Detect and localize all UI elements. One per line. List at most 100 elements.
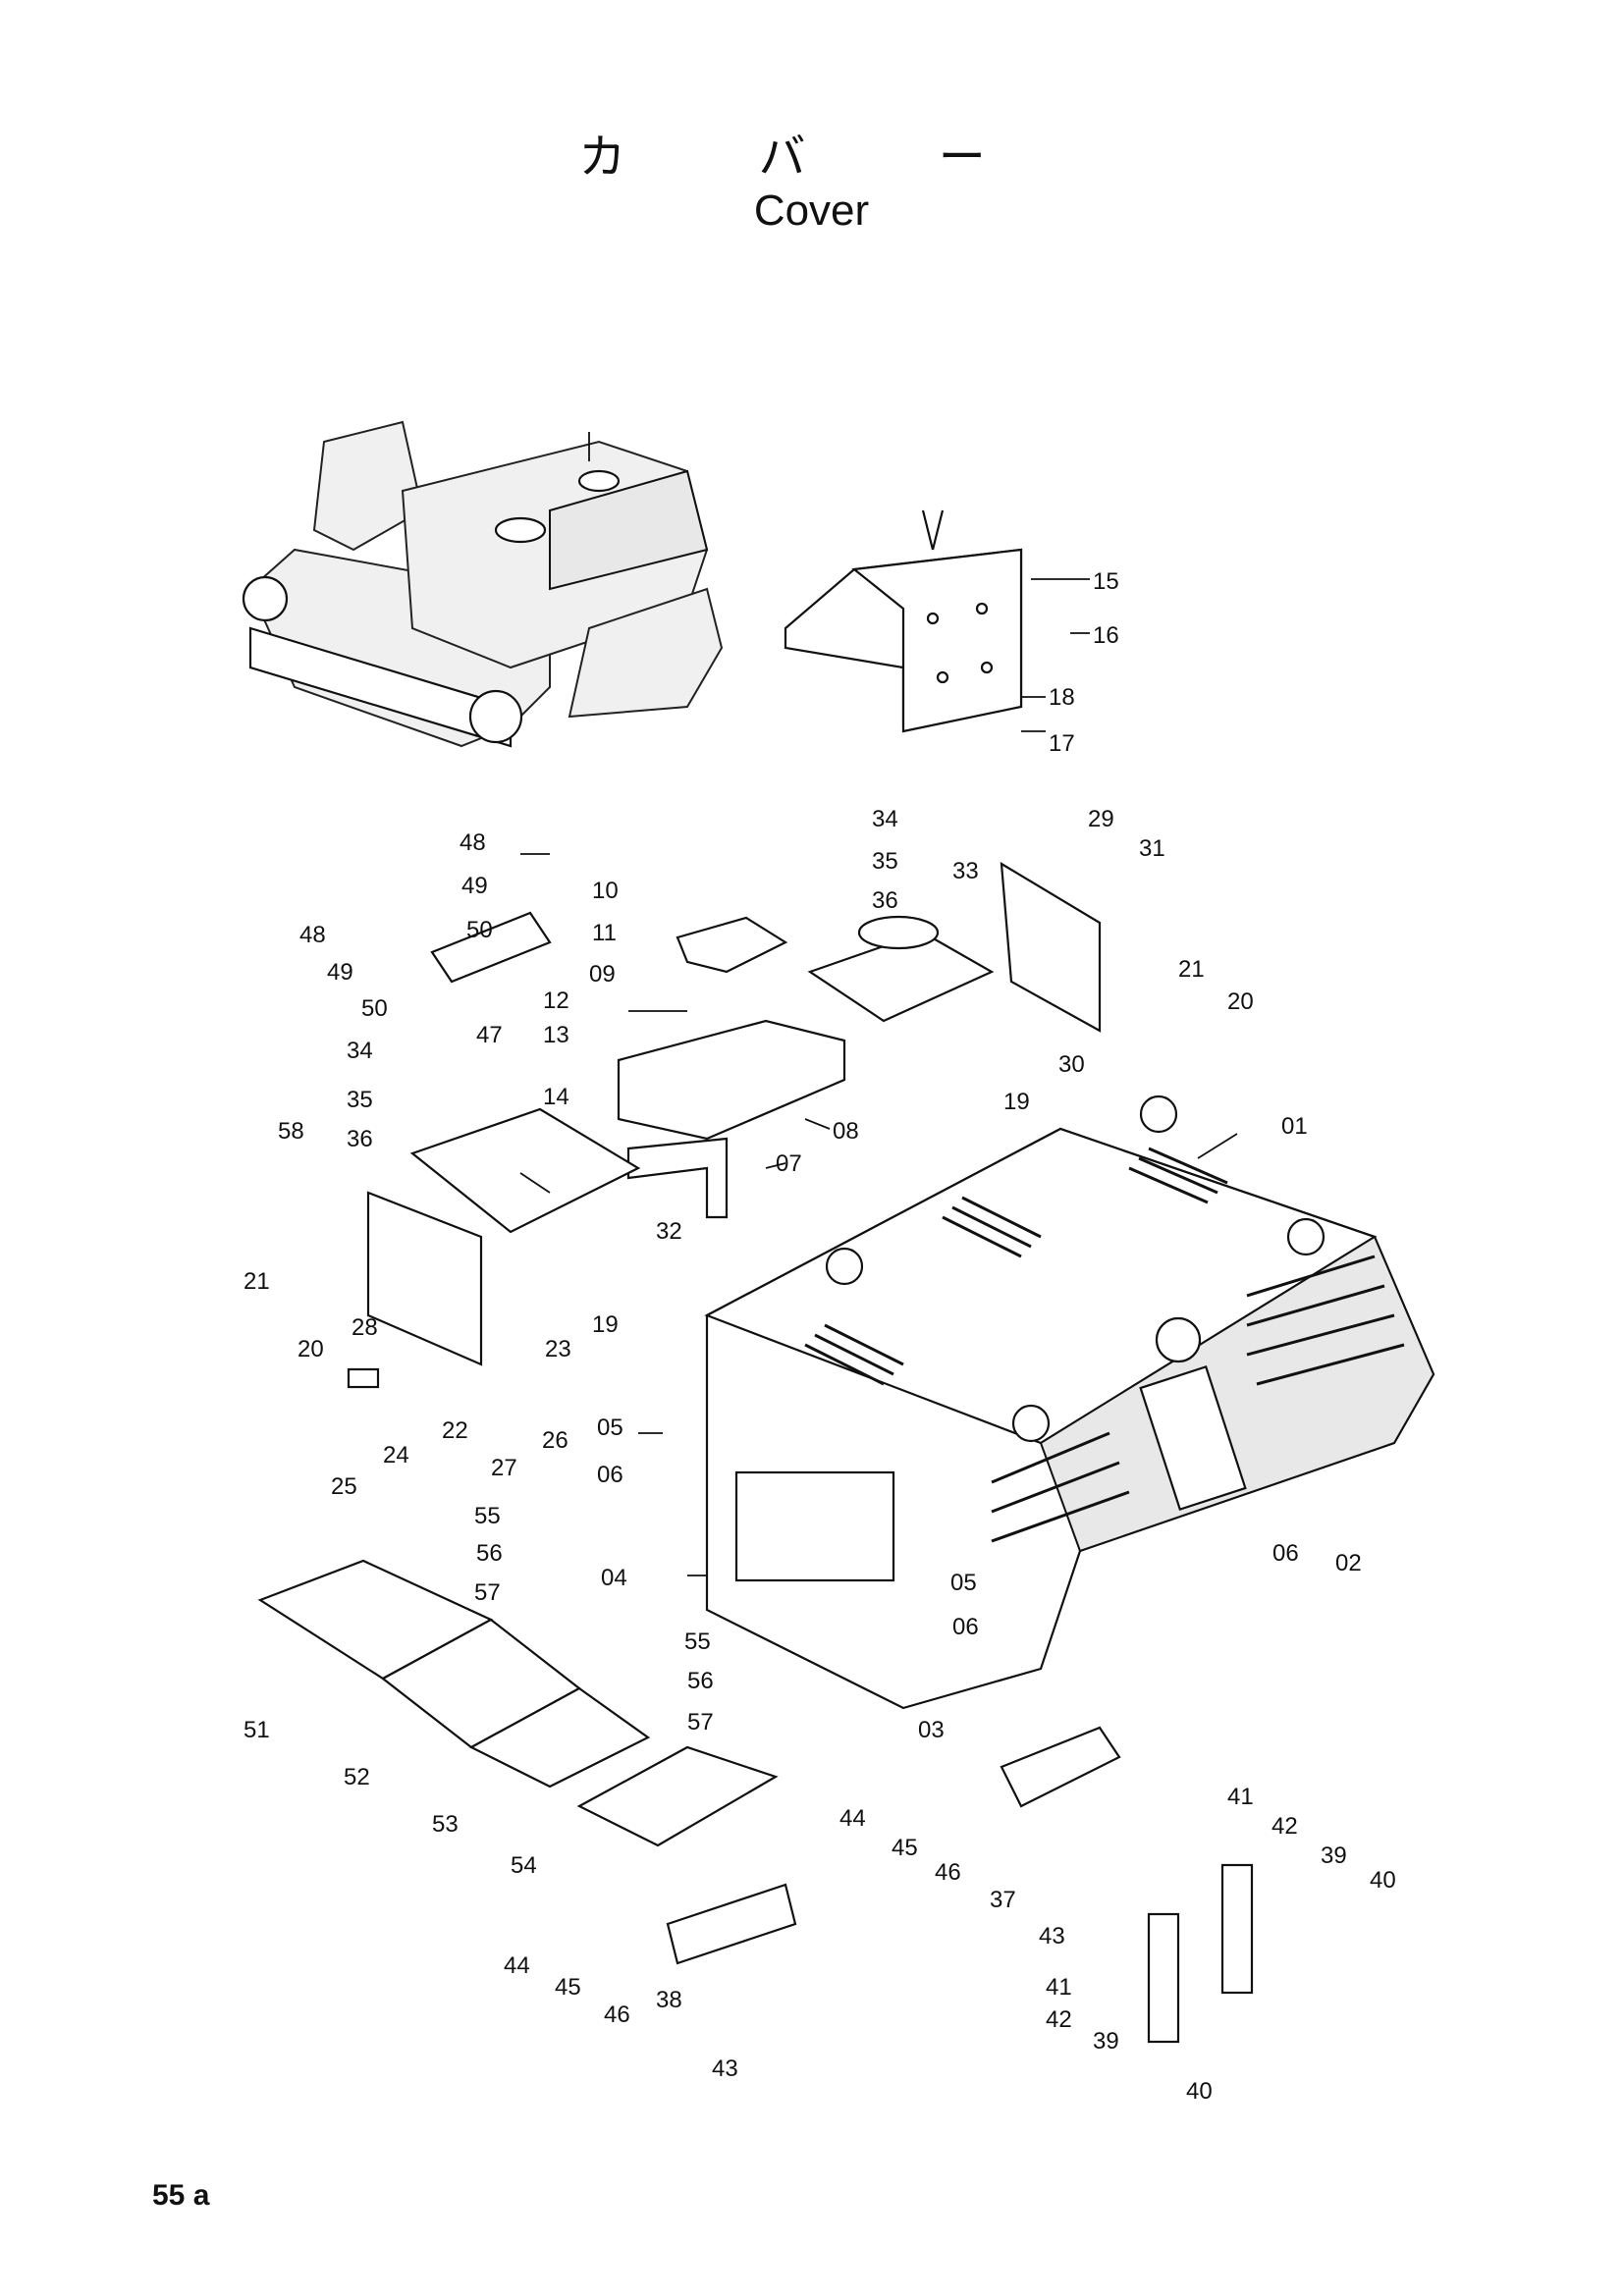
callout-label: 48 <box>460 829 486 856</box>
callout-label: 56 <box>476 1540 503 1567</box>
under-covers <box>257 1559 779 1847</box>
callout-label: 19 <box>592 1311 619 1338</box>
callout-label: 12 <box>543 988 569 1014</box>
callout-label: 24 <box>383 1442 409 1468</box>
callout-label: 39 <box>1321 1842 1347 1869</box>
callout-label: 33 <box>952 858 979 884</box>
exploded-sub-parts <box>347 861 1102 1389</box>
plate-part-09 <box>676 916 788 974</box>
under-cover-part-54 <box>576 1745 779 1847</box>
callout-label: 08 <box>833 1118 859 1145</box>
callout-label: 50 <box>361 995 388 1022</box>
battery-cover-part-15 <box>784 509 1023 733</box>
callout-label: 22 <box>442 1417 468 1444</box>
callout-label: 46 <box>935 1859 961 1886</box>
callout-label: 26 <box>542 1427 568 1454</box>
callout-label: 20 <box>1227 988 1254 1015</box>
callout-label: 06 <box>1272 1540 1299 1567</box>
bracket-part-38 <box>666 1883 797 1965</box>
callout-label: 11 <box>592 920 617 946</box>
callout-label: 01 <box>1281 1113 1308 1140</box>
page-title: Cover <box>753 187 870 235</box>
callout-label: 06 <box>597 1462 623 1488</box>
callout-label: 46 <box>604 2002 630 2028</box>
page-number: 55 a <box>152 2179 210 2212</box>
callout-label: 04 <box>601 1565 627 1591</box>
cover-plate-part-32 <box>409 1107 641 1234</box>
callout-leader-lines <box>519 578 1238 1576</box>
callout-label: 57 <box>474 1579 501 1606</box>
callout-label: 20 <box>298 1336 324 1362</box>
callout-label: 42 <box>1271 1813 1298 1840</box>
callout-label: 45 <box>555 1974 581 2001</box>
callout-label: 36 <box>347 1126 373 1152</box>
side-panel-part-22 <box>366 1191 483 1366</box>
panel-part-29 <box>1000 861 1102 1033</box>
callout-label: 02 <box>1335 1550 1362 1576</box>
callout-label: 15 <box>1093 568 1119 595</box>
callout-label: 27 <box>491 1455 517 1481</box>
callout-label: 47 <box>476 1022 503 1048</box>
callout-label: 42 <box>1046 2006 1072 2033</box>
engine-hood-grille-vents <box>804 1147 1405 1543</box>
bracket-part-47 <box>430 911 552 984</box>
page-title-japanese: カ バ ー <box>578 130 1045 185</box>
bracket-part-37 <box>1000 1726 1121 1808</box>
callout-label: 57 <box>687 1709 714 1735</box>
under-cover-part-53 <box>468 1686 651 1789</box>
latch-part-24 <box>347 1367 380 1389</box>
callout-label: 55 <box>474 1503 501 1529</box>
callout-label: 07 <box>776 1150 802 1177</box>
callout-label: 55 <box>684 1629 711 1655</box>
excavator-overview-illustration <box>242 420 724 748</box>
callout-label: 34 <box>347 1038 373 1064</box>
callout-label: 37 <box>990 1887 1016 1913</box>
callout-label: 53 <box>432 1811 459 1838</box>
callout-label: 31 <box>1139 835 1165 862</box>
bracket-part-39b <box>1220 1863 1254 1995</box>
callout-label: 39 <box>1093 2028 1119 2055</box>
callout-label: 35 <box>872 848 898 875</box>
callout-label: 40 <box>1370 1867 1396 1894</box>
callout-label: 40 <box>1186 2078 1213 2105</box>
bracket-part-07 <box>626 1137 729 1219</box>
callout-label: 41 <box>1227 1784 1254 1810</box>
callout-label: 03 <box>918 1717 945 1743</box>
callout-label: 19 <box>1003 1089 1030 1115</box>
callout-label: 43 <box>1039 1923 1065 1949</box>
callout-label: 10 <box>592 878 619 904</box>
callout-label: 51 <box>243 1717 270 1743</box>
callout-label: 34 <box>872 806 898 832</box>
callout-labels: 01 02 03 04 05 05 06 06 06 07 08 09 10 1… <box>243 568 1396 2105</box>
callout-label: 05 <box>597 1415 623 1441</box>
callout-label: 21 <box>1178 956 1205 983</box>
callout-label: 23 <box>545 1336 571 1362</box>
callout-label: 35 <box>347 1087 373 1113</box>
callout-label: 17 <box>1049 730 1075 757</box>
callout-label: 56 <box>687 1668 714 1694</box>
callout-label: 38 <box>656 1987 682 2013</box>
callout-label: 06 <box>952 1614 979 1640</box>
callout-label: 13 <box>543 1022 569 1048</box>
side-brackets <box>666 1726 1254 2044</box>
callout-label: 28 <box>352 1314 378 1341</box>
callout-label: 50 <box>466 917 493 943</box>
callout-label: 43 <box>712 2056 738 2082</box>
callout-label: 49 <box>327 959 353 986</box>
callout-label: 58 <box>278 1118 304 1145</box>
callout-label: 29 <box>1088 806 1114 832</box>
callout-label: 14 <box>543 1084 569 1110</box>
callout-label: 45 <box>892 1835 918 1861</box>
callout-label: 18 <box>1049 684 1075 711</box>
callout-label: 21 <box>243 1268 270 1295</box>
callout-label: 36 <box>872 887 898 914</box>
callout-label: 41 <box>1046 1974 1072 2001</box>
engine-hood-part-01 <box>704 1095 1435 1710</box>
callout-label: 52 <box>344 1764 370 1790</box>
callout-label: 44 <box>504 1952 530 1979</box>
bracket-part-39a <box>1147 1912 1180 2044</box>
callout-label: 09 <box>589 961 616 988</box>
callout-label: 32 <box>656 1218 682 1245</box>
callout-label: 30 <box>1058 1051 1085 1078</box>
callout-label: 44 <box>839 1805 866 1832</box>
